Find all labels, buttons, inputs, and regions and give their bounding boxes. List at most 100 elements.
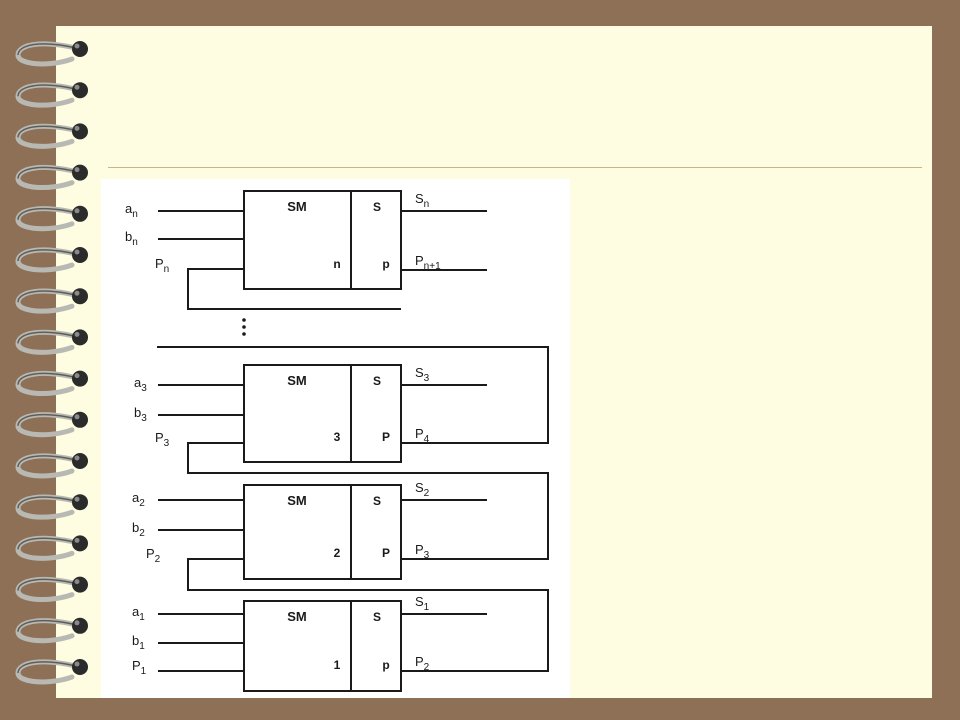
- binder-hole: [72, 411, 88, 428]
- continuation-dots: [242, 318, 246, 336]
- binder-hole: [72, 247, 88, 263]
- stage-2-a-label: a2: [132, 490, 145, 509]
- binder-hole-highlight: [74, 414, 80, 420]
- binder-hole: [72, 82, 88, 99]
- stage-3-block: [243, 364, 402, 463]
- binder-hole-highlight: [74, 249, 80, 255]
- page-divider-line: [108, 167, 922, 168]
- stage-2-s-port: S: [373, 494, 381, 508]
- continuation-dot: [242, 325, 246, 329]
- stage-3-carry-out-label: P4: [415, 426, 430, 445]
- binder-wire-shadow: [17, 578, 81, 591]
- binder-wire-shadow: [17, 537, 81, 550]
- stage-3-s-port: S: [373, 374, 381, 388]
- binder-wire-shadow: [17, 413, 81, 426]
- stage-n-sum-label: Sn: [415, 191, 429, 210]
- binder-hole: [72, 164, 88, 181]
- binder-hole-highlight: [74, 661, 80, 667]
- binder-hole-highlight: [74, 43, 80, 49]
- stage-3-sm-label: SM: [287, 373, 307, 388]
- continuation-dot: [242, 318, 246, 322]
- binder-wire-shadow: [17, 249, 81, 262]
- binder-hole: [72, 288, 88, 305]
- binder-ring: [15, 41, 88, 67]
- binder-ring: [15, 494, 88, 520]
- stage-1-s-port: S: [373, 610, 381, 624]
- stage-3-index: 3: [334, 430, 341, 444]
- binder-ring: [15, 453, 88, 479]
- binder-hole: [72, 617, 88, 634]
- binder-hole-highlight: [74, 579, 80, 585]
- stage-1-to-2-carry-wire: [187, 558, 549, 672]
- binder-wire-shadow: [17, 619, 81, 632]
- binder-ring: [15, 411, 88, 438]
- blocks: [243, 190, 402, 692]
- stage-n-index: n: [333, 257, 340, 271]
- stage-n-carry-in-label: Pn: [155, 256, 169, 275]
- stage-2-b-label: b2: [132, 520, 145, 539]
- binder-hole-highlight: [74, 620, 80, 626]
- binder-hole-highlight: [74, 373, 80, 379]
- binder-ring: [15, 576, 88, 603]
- binder-wire-shadow: [17, 43, 81, 56]
- stage-n-s-port: S: [373, 200, 381, 214]
- stage-3-b-label: b3: [134, 405, 147, 424]
- binder-hole: [72, 329, 88, 346]
- binder-hole: [72, 370, 88, 387]
- stage-3-carry-in-label: P3: [155, 430, 170, 449]
- stage-n-b-label: bn: [125, 229, 138, 248]
- binder-hole-highlight: [74, 290, 80, 296]
- binder-ring: [15, 370, 88, 397]
- binder-wire-shadow: [17, 372, 81, 385]
- binder-hole-highlight: [74, 167, 80, 173]
- binder-hole-highlight: [74, 537, 80, 543]
- stage-3-carry-out-wire: [157, 346, 549, 444]
- binder-hole: [72, 535, 88, 552]
- binder-hole-highlight: [74, 496, 80, 502]
- binder-hole: [72, 494, 88, 511]
- spiral-binding: [15, 41, 88, 685]
- stage-1-index: 1: [334, 658, 341, 672]
- binder-ring: [15, 659, 88, 685]
- binder-wire-shadow: [17, 661, 81, 674]
- binder-hole-highlight: [74, 331, 80, 337]
- stage-n-block: [243, 190, 402, 290]
- binder-hole-highlight: [74, 125, 80, 131]
- binder-ring: [15, 247, 88, 273]
- stage-1-carry-in-label: P1: [132, 658, 147, 677]
- binder-ring: [15, 535, 88, 561]
- binder-hole-highlight: [74, 84, 80, 90]
- stage-n-carry-out-label: Pn+1: [415, 253, 441, 272]
- stage-2-to-3-carry-wire: [187, 442, 549, 560]
- binder-hole: [72, 453, 88, 469]
- binder-hole: [72, 659, 88, 675]
- binder-wire-shadow: [17, 207, 81, 220]
- stage-n-carry-in-wire: [187, 268, 401, 310]
- binder-ring: [15, 288, 88, 314]
- stage-n-a-label: an: [125, 201, 138, 220]
- binder-hole-highlight: [74, 455, 80, 461]
- wires: [157, 210, 549, 672]
- binder-hole: [72, 41, 88, 57]
- stage-n-sm-label: SM: [287, 199, 307, 214]
- stage-3-a-label: a3: [134, 375, 147, 394]
- stage-3-p-port: P: [382, 430, 390, 444]
- binder-wire-shadow: [17, 455, 81, 468]
- stage-2-index: 2: [334, 546, 341, 560]
- binder-wire-shadow: [17, 496, 81, 509]
- stage-1-b-label: b1: [132, 633, 145, 652]
- binder-ring: [15, 205, 88, 232]
- binder-ring: [15, 123, 88, 149]
- stage-2-block: [243, 484, 402, 580]
- stage-n-p-port: p: [382, 257, 389, 271]
- binder-ring: [15, 329, 88, 355]
- binder-wire-shadow: [17, 290, 81, 303]
- binder-wire-shadow: [17, 166, 81, 179]
- binder-hole: [72, 123, 88, 140]
- binder-wire-shadow: [17, 84, 81, 97]
- stage-1-p-port: p: [382, 658, 389, 672]
- stage-1-sm-label: SM: [287, 609, 307, 624]
- stage-2-p-port: P: [382, 546, 390, 560]
- binder-hole: [72, 205, 88, 222]
